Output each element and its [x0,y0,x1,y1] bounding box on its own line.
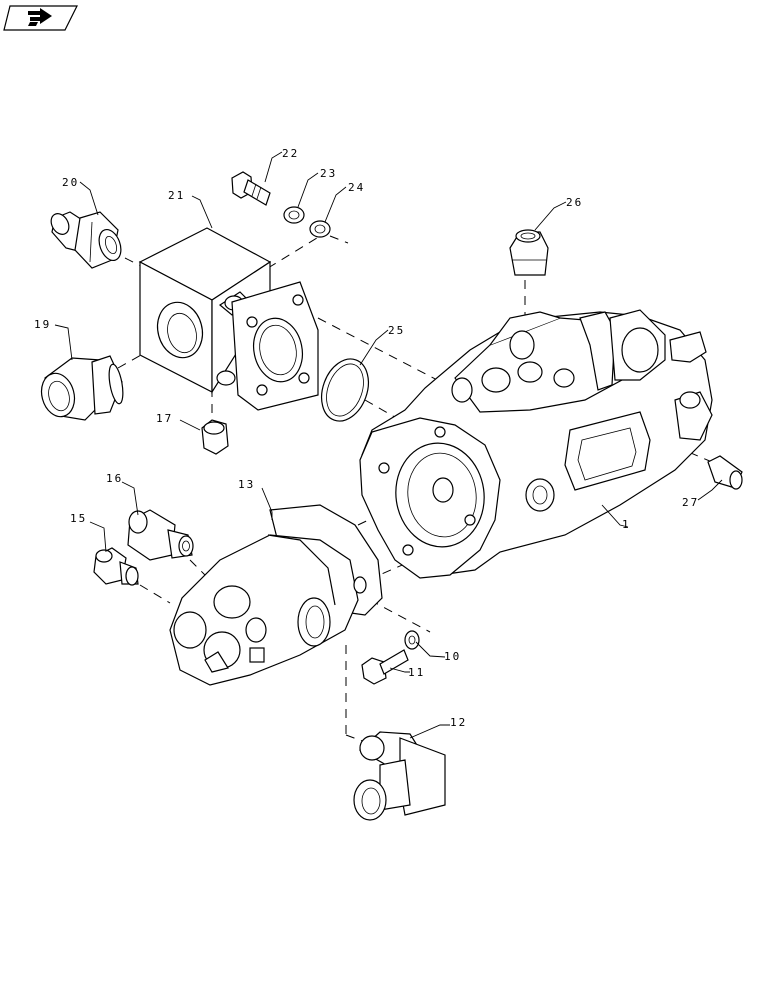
callout-26: 26 [566,196,583,209]
callout-10: 10 [444,650,461,663]
callout-23: 23 [320,167,337,180]
callout-21: 21 [168,189,185,202]
part-23-washer [283,206,305,224]
callout-16: 16 [106,472,123,485]
callout-11: 11 [408,666,425,679]
part-12-elbow [353,731,446,821]
part-24-washer [309,220,331,238]
part-11-bolt [361,649,409,685]
callout-20: 20 [62,176,79,189]
callout-22: 22 [282,147,299,160]
callout-27: 27 [682,496,699,509]
part-27-fitting [707,455,743,490]
part-19-fitting [40,355,124,421]
callout-15: 15 [70,512,87,525]
part-13-gear-pump [169,504,383,686]
part-17-plug [201,419,229,455]
part-21-flange-block [138,227,319,411]
callout-17: 17 [156,412,173,425]
part-22-bolt [231,171,271,206]
part-1-pump-body [359,309,713,579]
return-button[interactable] [3,5,78,31]
part-25-o-ring [321,358,369,422]
callout-13: 13 [238,478,255,491]
return-arrow-icon [28,8,52,26]
callout-labels: 1 10 11 12 13 15 16 17 19 20 21 22 23 24… [34,147,699,729]
callout-19: 19 [34,318,51,331]
part-20-fitting [50,211,122,269]
callout-12: 12 [450,716,467,729]
part-26-fitting [509,229,549,276]
callout-25: 25 [388,324,405,337]
part-16-fitting [127,509,194,561]
callout-1: 1 [622,518,631,531]
part-15-fitting [93,547,139,586]
callout-24: 24 [348,181,365,194]
part-10-washer [404,630,420,650]
leader-lines [54,151,723,739]
